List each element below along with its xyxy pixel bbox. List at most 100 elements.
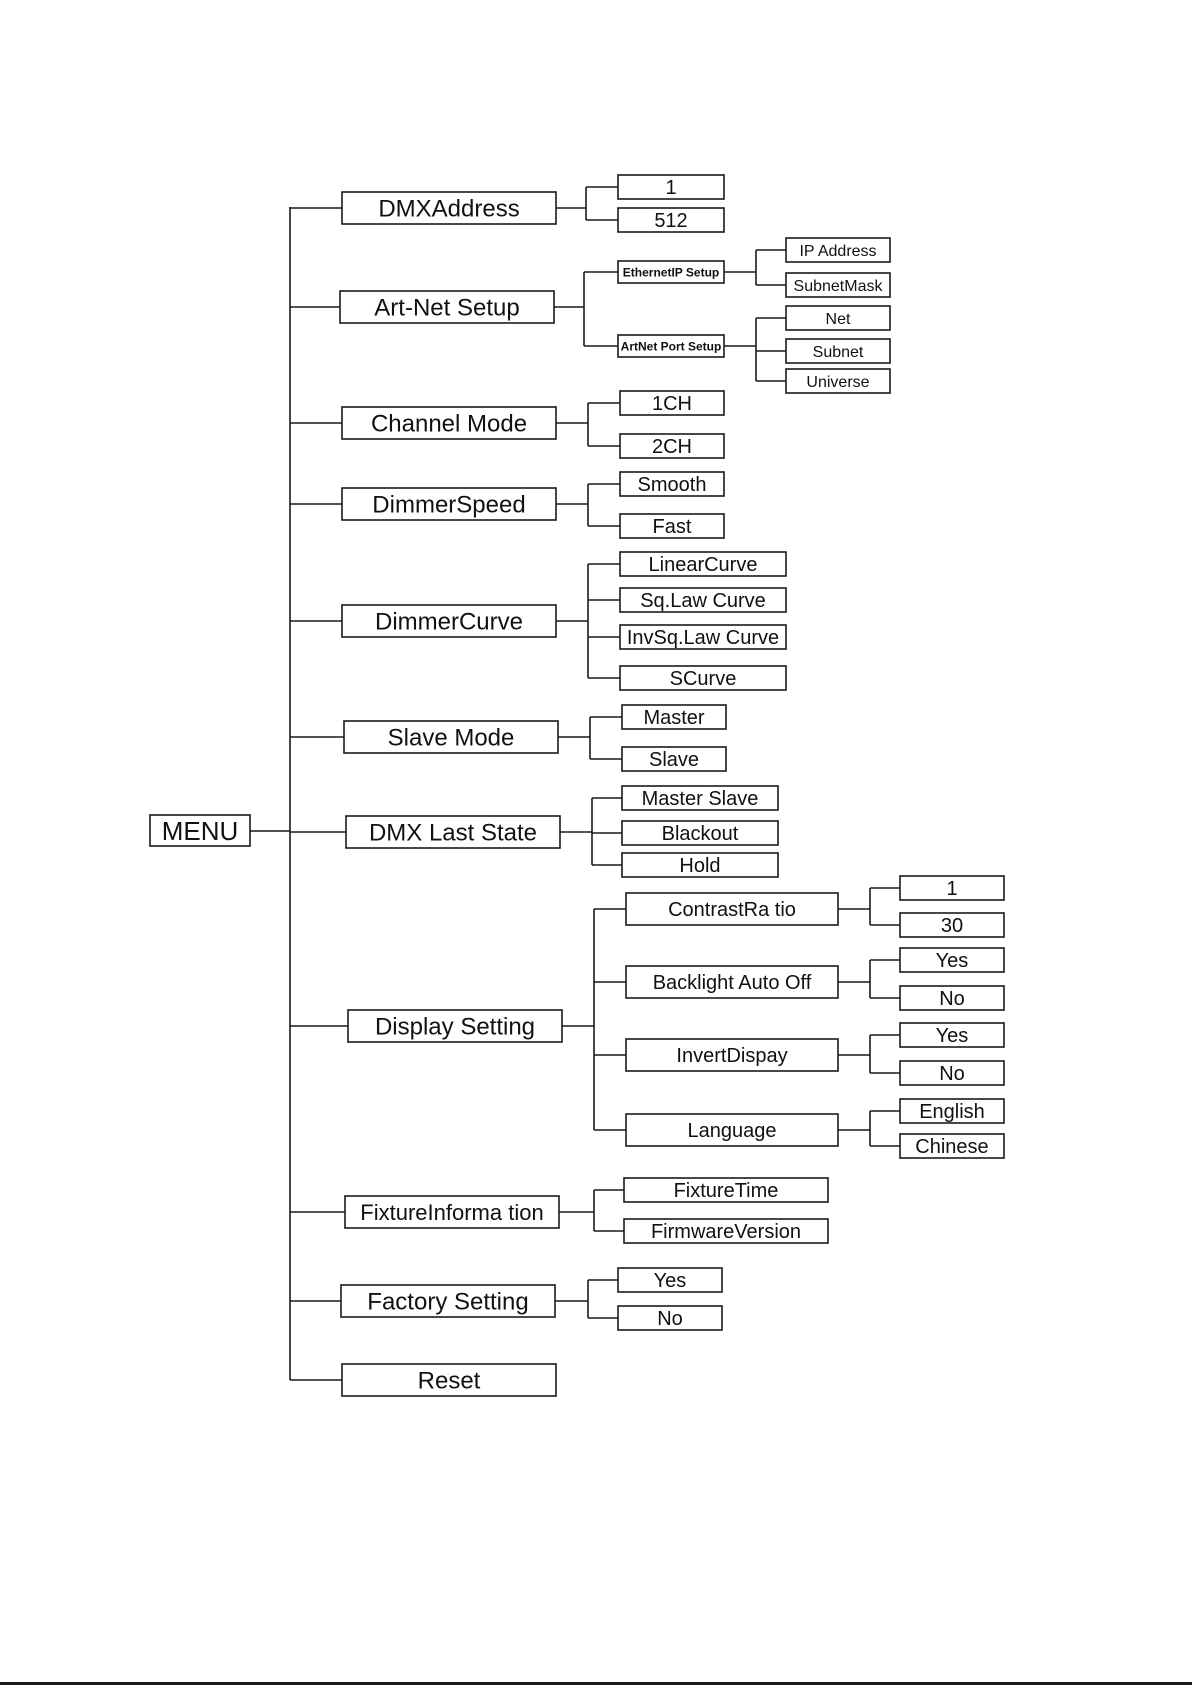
submenu-item-1: 1 xyxy=(617,174,725,200)
node-label: DimmerSpeed xyxy=(372,492,525,519)
node-label: No xyxy=(939,988,965,1010)
node-box xyxy=(617,207,725,233)
node-box xyxy=(785,272,891,298)
node-label: Slave xyxy=(649,749,699,771)
submenu-item-sq-law-curve: Sq.Law Curve xyxy=(619,587,787,613)
node-label: Factory Setting xyxy=(367,1289,528,1316)
node-box xyxy=(785,368,891,394)
submenu-item-artnet-port-setup: ArtNet Port Setup xyxy=(617,334,725,358)
node-label: Channel Mode xyxy=(371,411,527,438)
option-item-yes: Yes xyxy=(899,1022,1005,1048)
option-item-english: English xyxy=(899,1098,1005,1124)
menu-item-factory-setting: Factory Setting xyxy=(340,1284,556,1318)
submenu-item-firmwareversion: FirmwareVersion xyxy=(623,1218,829,1244)
menu-item-dimmercurve: DimmerCurve xyxy=(341,604,557,638)
node-box xyxy=(625,1113,839,1147)
node-label: Art-Net Setup xyxy=(374,295,519,322)
option-item-no: No xyxy=(899,1060,1005,1086)
node-box xyxy=(343,720,559,754)
node-label: IP Address xyxy=(799,243,876,260)
option-item-subnetmask: SubnetMask xyxy=(785,272,891,298)
node-label: Backlight Auto Off xyxy=(653,972,812,994)
node-box xyxy=(619,587,787,613)
option-item-subnet: Subnet xyxy=(785,338,891,364)
submenu-item-invsq-law-curve: InvSq.Law Curve xyxy=(619,624,787,650)
node-label: Smooth xyxy=(638,474,707,496)
menu-root-menu: MENU xyxy=(149,814,251,847)
menu-item-slave-mode: Slave Mode xyxy=(343,720,559,754)
node-box xyxy=(785,237,891,263)
node-box xyxy=(341,406,557,440)
option-item-net: Net xyxy=(785,305,891,331)
submenu-item-master-slave: Master Slave xyxy=(621,785,779,811)
node-label: ContrastRa tio xyxy=(668,899,796,921)
node-label: 1CH xyxy=(652,393,692,415)
node-box xyxy=(341,604,557,638)
submenu-item-backlight-auto-off: Backlight Auto Off xyxy=(625,965,839,999)
option-item-ip-address: IP Address xyxy=(785,237,891,263)
node-box xyxy=(785,305,891,331)
node-label: Net xyxy=(826,311,851,328)
node-box xyxy=(621,852,779,878)
node-box xyxy=(347,1009,563,1043)
node-label: Blackout xyxy=(662,823,739,845)
submenu-item-linearcurve: LinearCurve xyxy=(619,551,787,577)
node-box xyxy=(623,1218,829,1244)
node-label: DimmerCurve xyxy=(375,609,523,636)
menu-item-dimmerspeed: DimmerSpeed xyxy=(341,487,557,521)
submenu-item-ethernetip-setup: EthernetIP Setup xyxy=(617,260,725,284)
node-box xyxy=(619,513,725,539)
node-label: InvertDispay xyxy=(676,1045,787,1067)
option-item-1: 1 xyxy=(899,875,1005,901)
node-box xyxy=(619,433,725,459)
submenu-item-smooth: Smooth xyxy=(619,471,725,497)
node-label: Yes xyxy=(936,950,969,972)
node-label: Chinese xyxy=(915,1136,988,1158)
node-box xyxy=(621,785,779,811)
node-label: Master Slave xyxy=(642,788,759,810)
node-box xyxy=(619,471,725,497)
node-box xyxy=(339,290,555,324)
node-box xyxy=(344,1195,560,1229)
node-label: 30 xyxy=(941,915,963,937)
node-label: LinearCurve xyxy=(649,554,758,576)
node-box xyxy=(899,1098,1005,1124)
node-box xyxy=(617,174,725,200)
node-box xyxy=(899,985,1005,1011)
menu-item-channel-mode: Channel Mode xyxy=(341,406,557,440)
node-label: SCurve xyxy=(670,668,737,690)
node-label: Hold xyxy=(679,855,720,877)
node-box xyxy=(899,1022,1005,1048)
node-box xyxy=(341,191,557,225)
node-label: Sq.Law Curve xyxy=(640,590,766,612)
submenu-item-blackout: Blackout xyxy=(621,820,779,846)
option-item-no: No xyxy=(899,985,1005,1011)
node-label: Slave Mode xyxy=(388,725,515,752)
menu-item-dmxaddress: DMXAddress xyxy=(341,191,557,225)
node-box xyxy=(340,1284,556,1318)
node-box xyxy=(899,947,1005,973)
node-box xyxy=(619,624,787,650)
node-box xyxy=(619,551,787,577)
node-box xyxy=(345,815,561,849)
connector-lines xyxy=(250,186,900,1381)
node-box xyxy=(899,1133,1005,1159)
node-box xyxy=(617,334,725,358)
node-label: 1 xyxy=(665,177,676,199)
node-label: Display Setting xyxy=(375,1014,535,1041)
node-box xyxy=(149,814,251,847)
submenu-item-contrastra-tio: ContrastRa tio xyxy=(625,892,839,926)
submenu-item-slave: Slave xyxy=(621,746,727,772)
option-item-chinese: Chinese xyxy=(899,1133,1005,1159)
node-label: Yes xyxy=(936,1025,969,1047)
node-box xyxy=(621,746,727,772)
node-box xyxy=(625,892,839,926)
node-label: ArtNet Port Setup xyxy=(621,339,722,353)
node-label: FirmwareVersion xyxy=(651,1221,801,1243)
submenu-item-fast: Fast xyxy=(619,513,725,539)
node-box xyxy=(899,912,1005,938)
page-bottom-rule xyxy=(0,1682,1192,1685)
option-item-yes: Yes xyxy=(899,947,1005,973)
node-label: InvSq.Law Curve xyxy=(627,627,779,649)
